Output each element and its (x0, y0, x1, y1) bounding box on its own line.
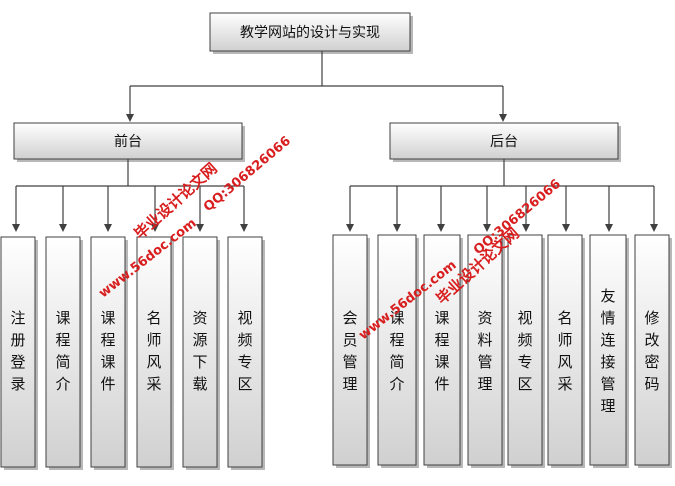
backend-child-5: 名师风采 (557, 309, 572, 393)
root-connectors (126, 51, 507, 122)
frontend-children: 注册登录 课程简介 课程课件 名师风采 资源下载 视频专区 (0, 236, 265, 470)
backend-child-1: 课程简介 (389, 309, 404, 393)
root-label: 教学网站的设计与实现 (240, 25, 380, 41)
frontend-child-4: 资源下载 (192, 309, 207, 393)
branch-backend-label: 后台 (490, 134, 518, 150)
backend-child-4: 视频专区 (517, 309, 532, 393)
backend-children: 会员管理 课程简介 课程课件 资料管理 视频专区 名师风采 友情连接管理 修改密… (332, 234, 672, 468)
frontend-child-0: 注册登录 (10, 309, 25, 393)
backend-child-2: 课程课件 (434, 309, 449, 393)
backend-child-0: 会员管理 (342, 309, 357, 393)
frontend-connectors (12, 159, 248, 232)
branch-frontend: 前台 (13, 122, 245, 162)
frontend-child-1: 课程简介 (55, 309, 70, 393)
frontend-child-5: 视频专区 (237, 309, 252, 393)
root-node: 教学网站的设计与实现 (209, 12, 413, 54)
backend-connectors (346, 159, 658, 232)
backend-child-3: 资料管理 (477, 309, 492, 393)
branch-backend: 后台 (389, 122, 621, 162)
branch-frontend-label: 前台 (114, 133, 142, 150)
backend-child-7: 修改密码 (644, 309, 659, 393)
backend-child-6: 友情连接管理 (600, 287, 615, 415)
frontend-child-2: 课程课件 (100, 309, 115, 393)
frontend-child-3: 名师风采 (146, 309, 161, 393)
